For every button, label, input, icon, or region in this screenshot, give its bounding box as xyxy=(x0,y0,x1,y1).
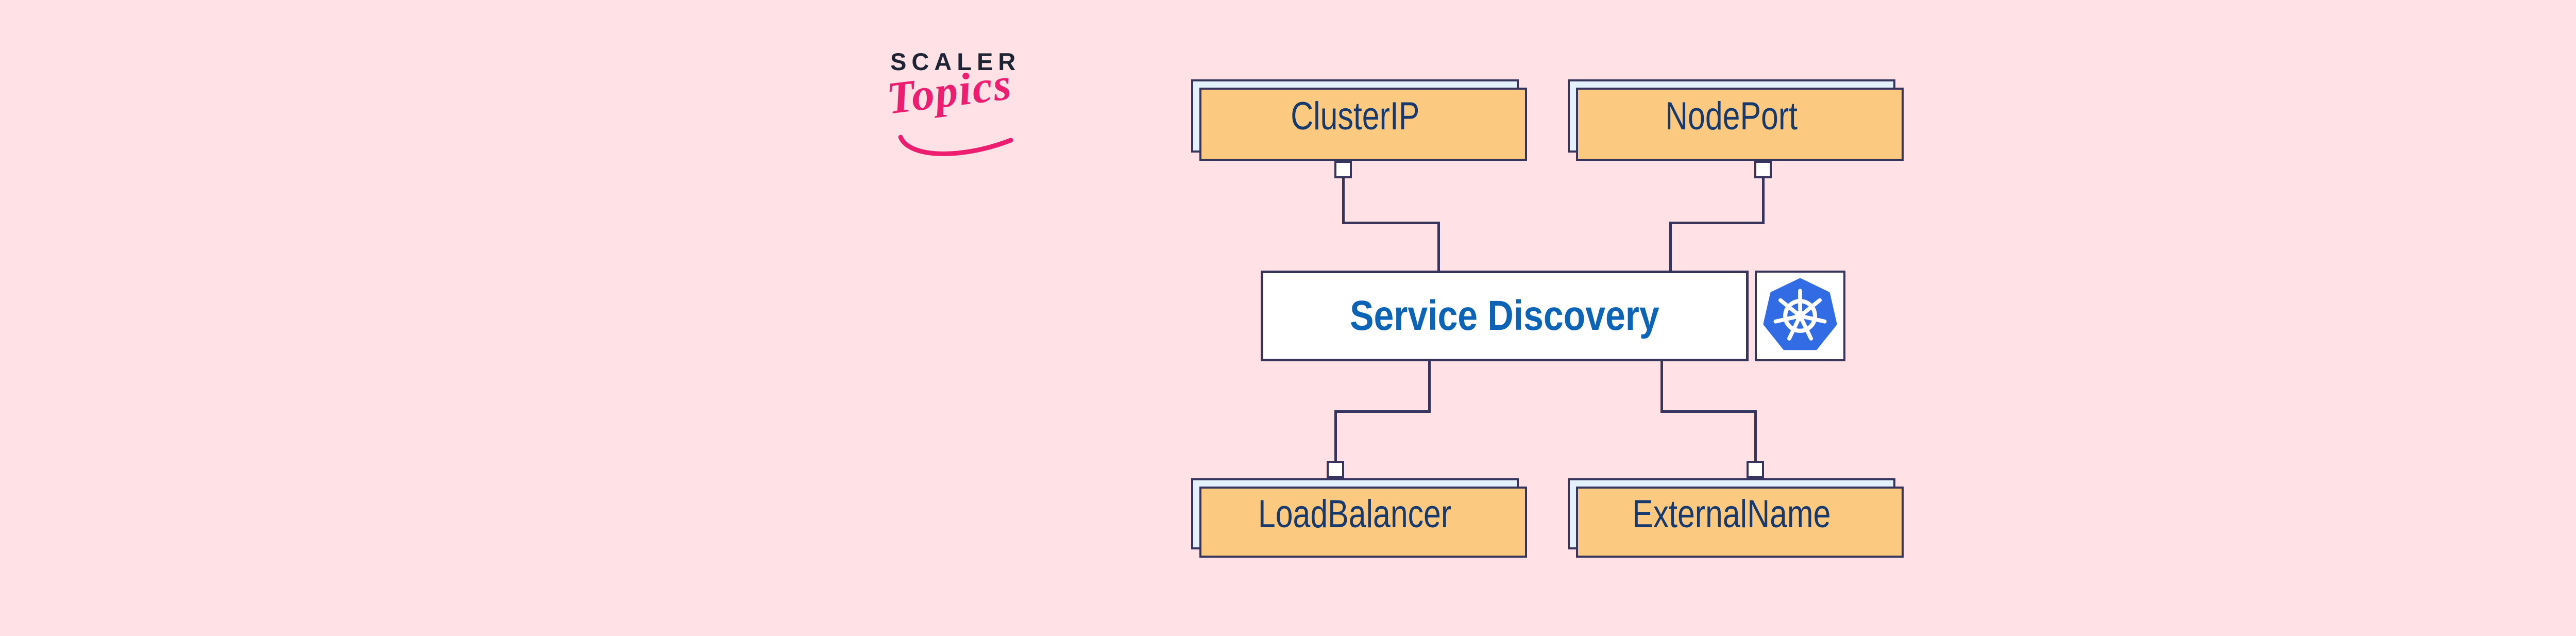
service-discovery-label: Service Discovery xyxy=(1350,292,1659,339)
connector-externalname-h xyxy=(1660,410,1757,413)
connector-nodeport-v2 xyxy=(1669,222,1672,271)
node-nodeport: NodePort xyxy=(1568,79,1904,161)
port-square-clusterip xyxy=(1334,161,1352,178)
scaler-topics-logo: SCALER Topics xyxy=(884,47,1045,124)
node-clusterip-label: ClusterIP xyxy=(1290,94,1420,138)
port-square-loadbalancer xyxy=(1327,461,1344,478)
node-loadbalancer-label: LoadBalancer xyxy=(1258,492,1452,536)
node-loadbalancer: LoadBalancer xyxy=(1191,478,1527,558)
port-square-externalname xyxy=(1747,461,1764,478)
connector-clusterip-v1 xyxy=(1342,178,1345,224)
node-nodeport-label: NodePort xyxy=(1665,94,1798,138)
topics-logo-swash xyxy=(898,135,1013,156)
connector-externalname-v2 xyxy=(1754,410,1757,461)
connector-loadbalancer-h xyxy=(1334,410,1431,413)
kubernetes-icon xyxy=(1763,278,1837,350)
kubernetes-icon-box xyxy=(1755,271,1845,361)
connector-clusterip-h xyxy=(1342,222,1440,224)
node-clusterip: ClusterIP xyxy=(1191,79,1527,161)
connector-externalname-v1 xyxy=(1660,361,1663,412)
port-square-nodeport xyxy=(1754,161,1772,178)
connector-clusterip-v2 xyxy=(1437,222,1440,271)
scaler-logo-wordmark: SCALER xyxy=(890,48,1021,75)
service-discovery-box: Service Discovery xyxy=(1261,271,1749,361)
connector-loadbalancer-v2 xyxy=(1334,410,1337,461)
node-externalname-label: ExternalName xyxy=(1632,492,1831,536)
connector-nodeport-v1 xyxy=(1762,178,1765,224)
node-externalname: ExternalName xyxy=(1568,478,1904,558)
connector-loadbalancer-v1 xyxy=(1428,361,1431,412)
connector-nodeport-h xyxy=(1669,222,1765,224)
